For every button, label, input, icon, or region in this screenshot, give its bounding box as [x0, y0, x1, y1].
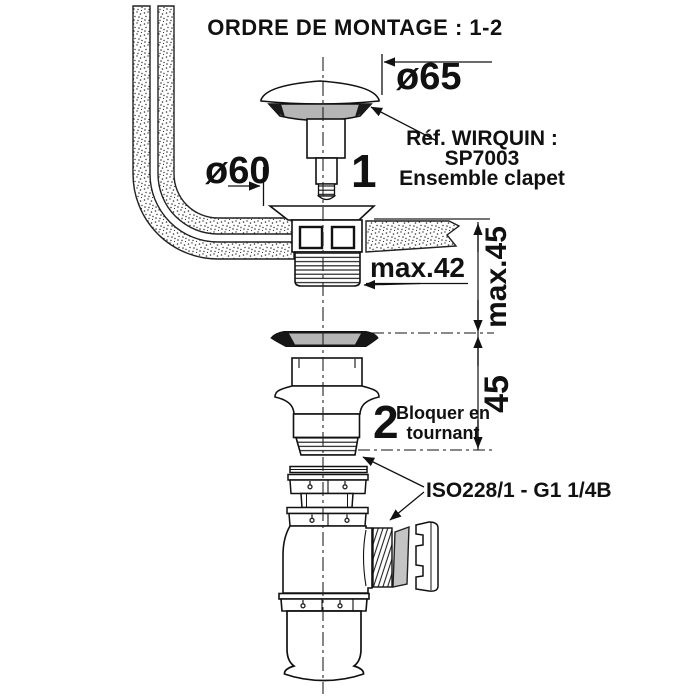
dimension-lines — [228, 54, 494, 521]
dim-cap-diameter: ø65 — [396, 56, 462, 98]
reference-line2: SP7003 — [444, 147, 520, 170]
step-1-label: 1 — [351, 145, 377, 197]
drain-body — [267, 205, 377, 287]
page-title: ORDRE DE MONTAGE : 1-2 — [207, 15, 503, 40]
dim-flange-diameter: ø60 — [205, 150, 271, 192]
rubber-gasket — [270, 331, 379, 347]
locknut-stack — [286, 465, 369, 527]
outlet-nut — [415, 521, 439, 592]
step-2-instruction-line2: tournant — [406, 423, 480, 443]
step-2-label: 2 — [373, 396, 399, 448]
outlet-gasket — [392, 525, 410, 588]
trap-bottle-body — [278, 525, 393, 682]
pop-up-cap — [260, 80, 380, 201]
step-2-instruction-line1: Bloquer en — [395, 403, 491, 423]
dim-max42: max.42 — [370, 252, 465, 283]
iso-thread-label: ISO228/1 - G1 1/4B — [426, 479, 612, 502]
trap-top-piece — [274, 357, 380, 456]
reference-line1: Réf. WIRQUIN : — [406, 127, 558, 150]
reference-label: Réf. WIRQUIN : SP7003 Ensemble clapet — [399, 127, 565, 190]
reference-line3: Ensemble clapet — [399, 167, 565, 190]
step-2-instruction: Bloquer en tournant — [396, 403, 490, 443]
dim-max45: max.45 — [480, 226, 513, 328]
